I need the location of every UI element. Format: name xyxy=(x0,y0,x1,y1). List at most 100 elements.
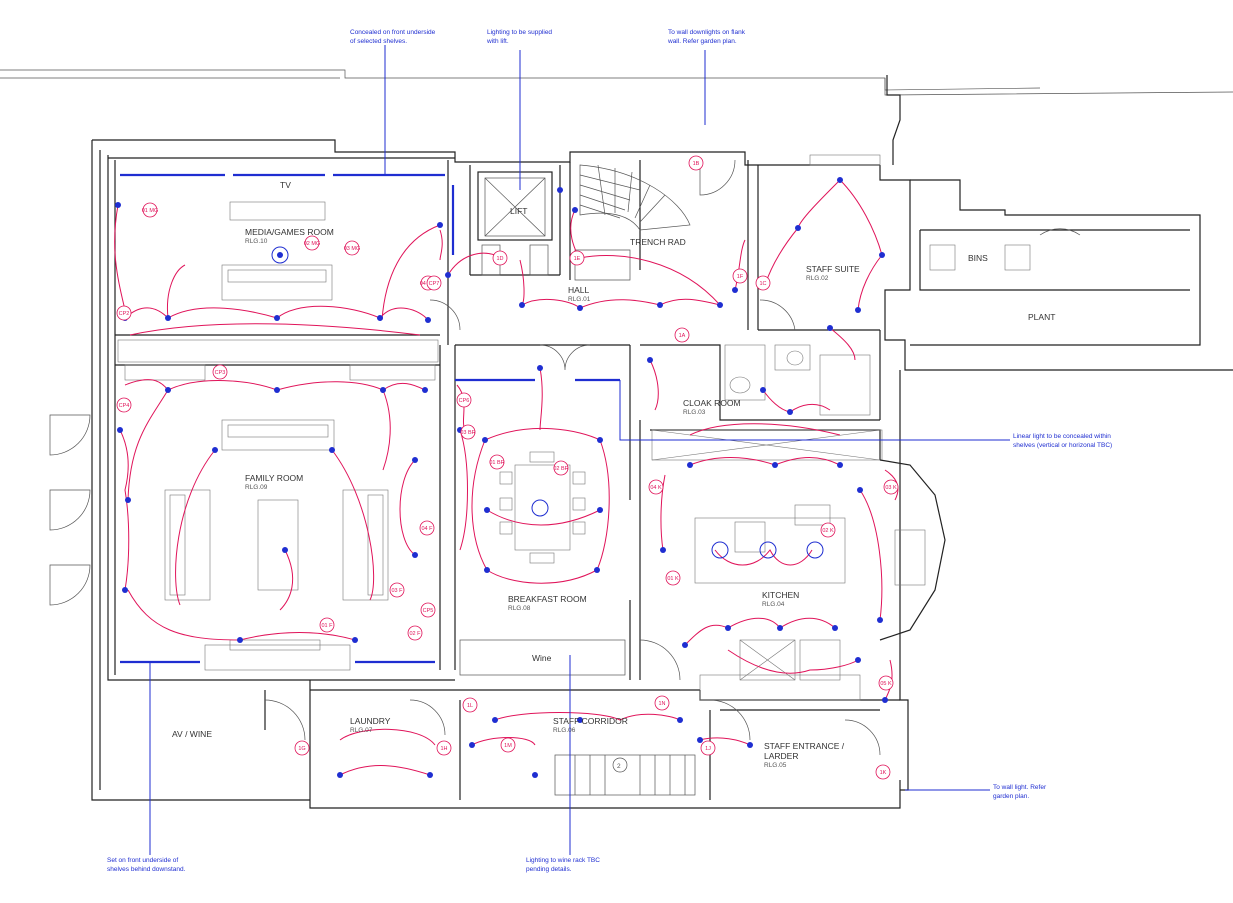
svg-text:2: 2 xyxy=(617,763,621,770)
circuit-tag-bubble xyxy=(407,625,423,641)
circuit-tag-bubble xyxy=(436,740,452,756)
downlight-fitting xyxy=(747,742,753,748)
downlight-fitting xyxy=(877,617,883,623)
downlight-fitting xyxy=(445,272,451,278)
circuit-tag-bubble xyxy=(426,275,442,291)
circuit-tag-bubble xyxy=(654,695,670,711)
doors xyxy=(49,159,1081,756)
downlight-fitting xyxy=(725,625,731,631)
circuit-tag-label: CP2 xyxy=(119,311,130,317)
downlight-fitting xyxy=(274,315,280,321)
lift-shaft xyxy=(477,171,553,276)
circuit-tag-label: 02 F xyxy=(409,631,421,637)
note-shelves-line1: Concealed on front underside xyxy=(350,29,436,36)
downlight-fitting xyxy=(677,717,683,723)
downlight-fitting xyxy=(879,252,885,258)
room-labels: TV LIFT TRENCH RAD MEDIA/GAMES ROOM RLG.… xyxy=(172,180,1055,769)
staff-corridor-code: RLG.06 xyxy=(553,727,576,734)
circuit-tag-label: 1C xyxy=(759,281,766,287)
circuit-tag-bubble xyxy=(319,617,335,633)
downlight-fitting xyxy=(682,642,688,648)
circuit-tag-label: 03 MG xyxy=(344,246,361,252)
downlight-fitting xyxy=(717,302,723,308)
downlight-fitting xyxy=(795,225,801,231)
downlight-fitting xyxy=(557,187,563,193)
circuit-tag-bubble xyxy=(419,520,435,536)
downlight-fitting xyxy=(594,567,600,573)
family-furniture xyxy=(164,419,389,671)
circuit-tag-label: 02 K xyxy=(822,528,834,534)
downlight-fitting xyxy=(412,552,418,558)
downlight-fitting xyxy=(484,567,490,573)
circuit-tag-label: 05 K xyxy=(880,681,892,687)
circuit-tag-label: 1E xyxy=(574,256,581,262)
bins xyxy=(929,244,1031,271)
circuit-tag-bubble xyxy=(755,275,771,291)
downlight-fitting xyxy=(115,202,121,208)
circuit-tag-bubble xyxy=(389,582,405,598)
staff-entrance-name: STAFF ENTRANCE / xyxy=(764,741,845,751)
downlight-fitting xyxy=(425,317,431,323)
lift-label: LIFT xyxy=(510,206,527,216)
circuit-tag-bubble xyxy=(116,397,132,413)
note-lift-line2: with lift. xyxy=(486,38,509,45)
staff-corridor-name: STAFF CORRIDOR xyxy=(553,716,628,726)
note-wine-rack-line2: pending details. xyxy=(526,866,572,873)
downlight-fitting xyxy=(519,302,525,308)
tv-label: TV xyxy=(280,180,291,190)
circuit-tag-label: 01 K xyxy=(667,576,679,582)
note-wall-light-line1: To wall light. Refer xyxy=(993,784,1047,791)
family-room-name: FAMILY ROOM xyxy=(245,473,303,483)
cloak-room-code: RLG.03 xyxy=(683,409,706,416)
downlight-fitting xyxy=(412,457,418,463)
linear-lights xyxy=(120,173,620,664)
downlight-fitting xyxy=(572,207,578,213)
downlight-fitting xyxy=(469,742,475,748)
pendant-fitting xyxy=(759,541,777,559)
circuit-tag-label: 1F xyxy=(737,274,744,280)
circuit-tag-bubble xyxy=(304,235,320,251)
circuit-tag-bubble xyxy=(456,392,472,408)
staff-entrance-name2: LARDER xyxy=(764,751,798,761)
downlight-fitting xyxy=(237,637,243,643)
circuit-tag-label: CP3 xyxy=(215,370,226,376)
downlight-fitting xyxy=(597,507,603,513)
staff-entrance-code: RLG.05 xyxy=(764,762,787,769)
circuit-tag-label: 04 K xyxy=(650,485,662,491)
circuit-tag-bubble xyxy=(500,737,516,753)
downlight-fitting xyxy=(274,387,280,393)
circuit-tag-label: 1K xyxy=(880,770,887,776)
breakfast-room-name: BREAKFAST ROOM xyxy=(508,594,587,604)
circuit-tag-bubble xyxy=(569,250,585,266)
downlight-fitting xyxy=(377,315,383,321)
downlight-fitting xyxy=(697,737,703,743)
circuit-tag-label: 01 BR xyxy=(489,460,504,466)
circuit-tag-bubble xyxy=(344,240,360,256)
circuit-tag-bubble xyxy=(820,522,836,538)
circuit-tag-label: 1M xyxy=(504,743,512,749)
circuit-tag-label: 03 K xyxy=(885,485,897,491)
circuit-tag-label: 1G xyxy=(298,746,305,752)
laundry-name: LAUNDRY xyxy=(350,716,391,726)
downlight-fitting xyxy=(329,447,335,453)
circuit-tag-label: 1A xyxy=(679,333,686,339)
main-stair xyxy=(574,164,691,281)
circuit-tag-bubble xyxy=(883,479,899,495)
downlight-fitting xyxy=(760,387,766,393)
outer-walls xyxy=(91,75,1233,809)
downlight-fitting xyxy=(422,387,428,393)
kitchen-code: RLG.04 xyxy=(762,601,785,608)
downlight-fitting xyxy=(482,437,488,443)
circuit-tag-bubble xyxy=(700,740,716,756)
downlight-fitting xyxy=(577,717,583,723)
circuit-tag-bubble xyxy=(462,697,478,713)
circuit-tag-bubble xyxy=(420,602,436,618)
note-downstand-line2: shelves behind downstand. xyxy=(107,866,186,873)
downlight-fitting xyxy=(212,447,218,453)
downlight-fitting xyxy=(857,487,863,493)
kitchen-furniture xyxy=(651,429,946,701)
media-furniture xyxy=(117,201,439,381)
downlight-fitting xyxy=(882,697,888,703)
circuit-tag-label: 02 BR xyxy=(553,466,568,472)
downlight-fitting xyxy=(837,177,843,183)
